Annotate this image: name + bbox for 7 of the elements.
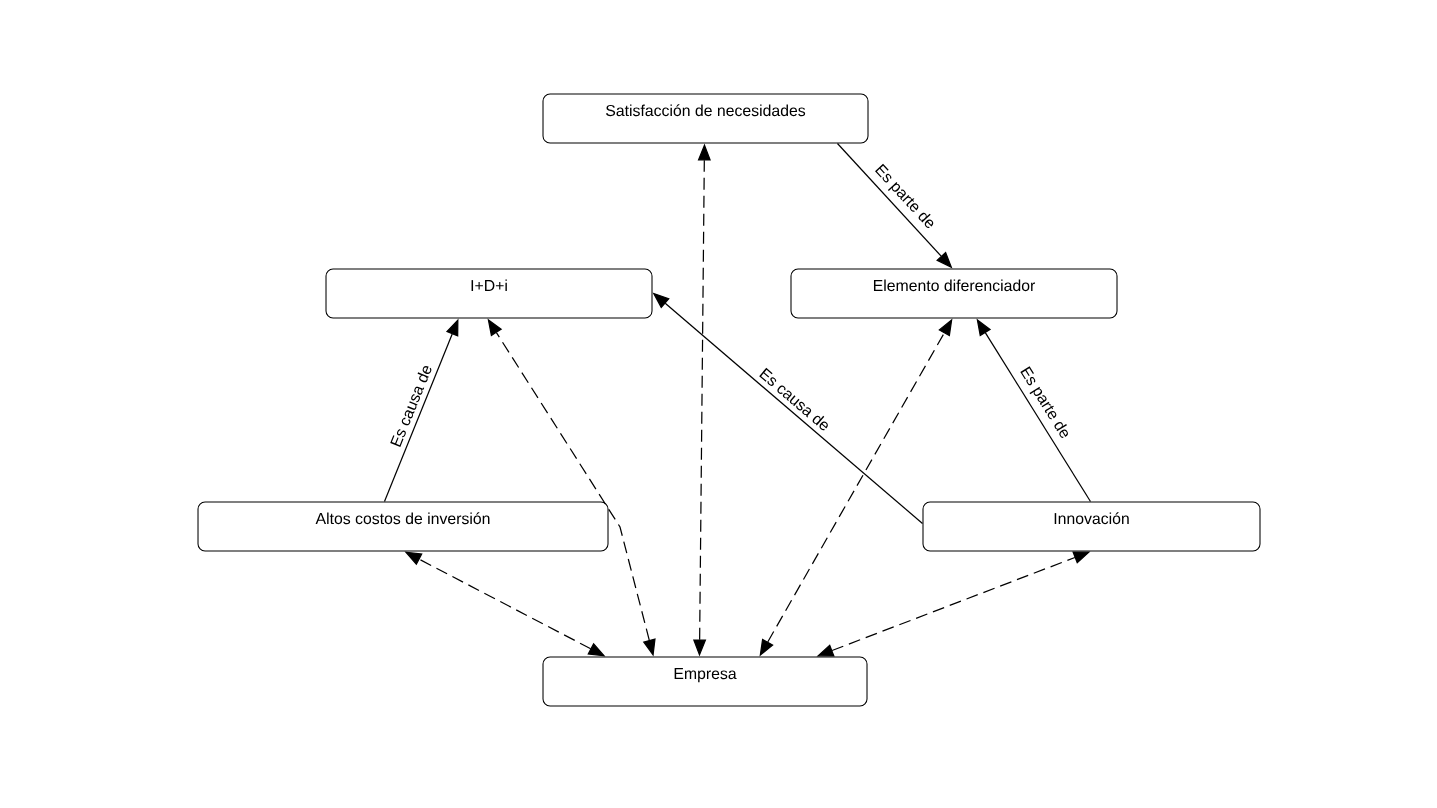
concept-box: Satisfacción de necesidades xyxy=(542,93,869,144)
concept-box: Innovación xyxy=(922,501,1261,552)
edge-label: Es causa de xyxy=(390,366,432,447)
concept-box: Empresa xyxy=(542,656,868,707)
concept-box: I+D+i xyxy=(325,268,653,319)
concept-box: Altos costos de inversión xyxy=(197,501,609,552)
concept-box: Elemento diferenciador xyxy=(790,268,1118,319)
